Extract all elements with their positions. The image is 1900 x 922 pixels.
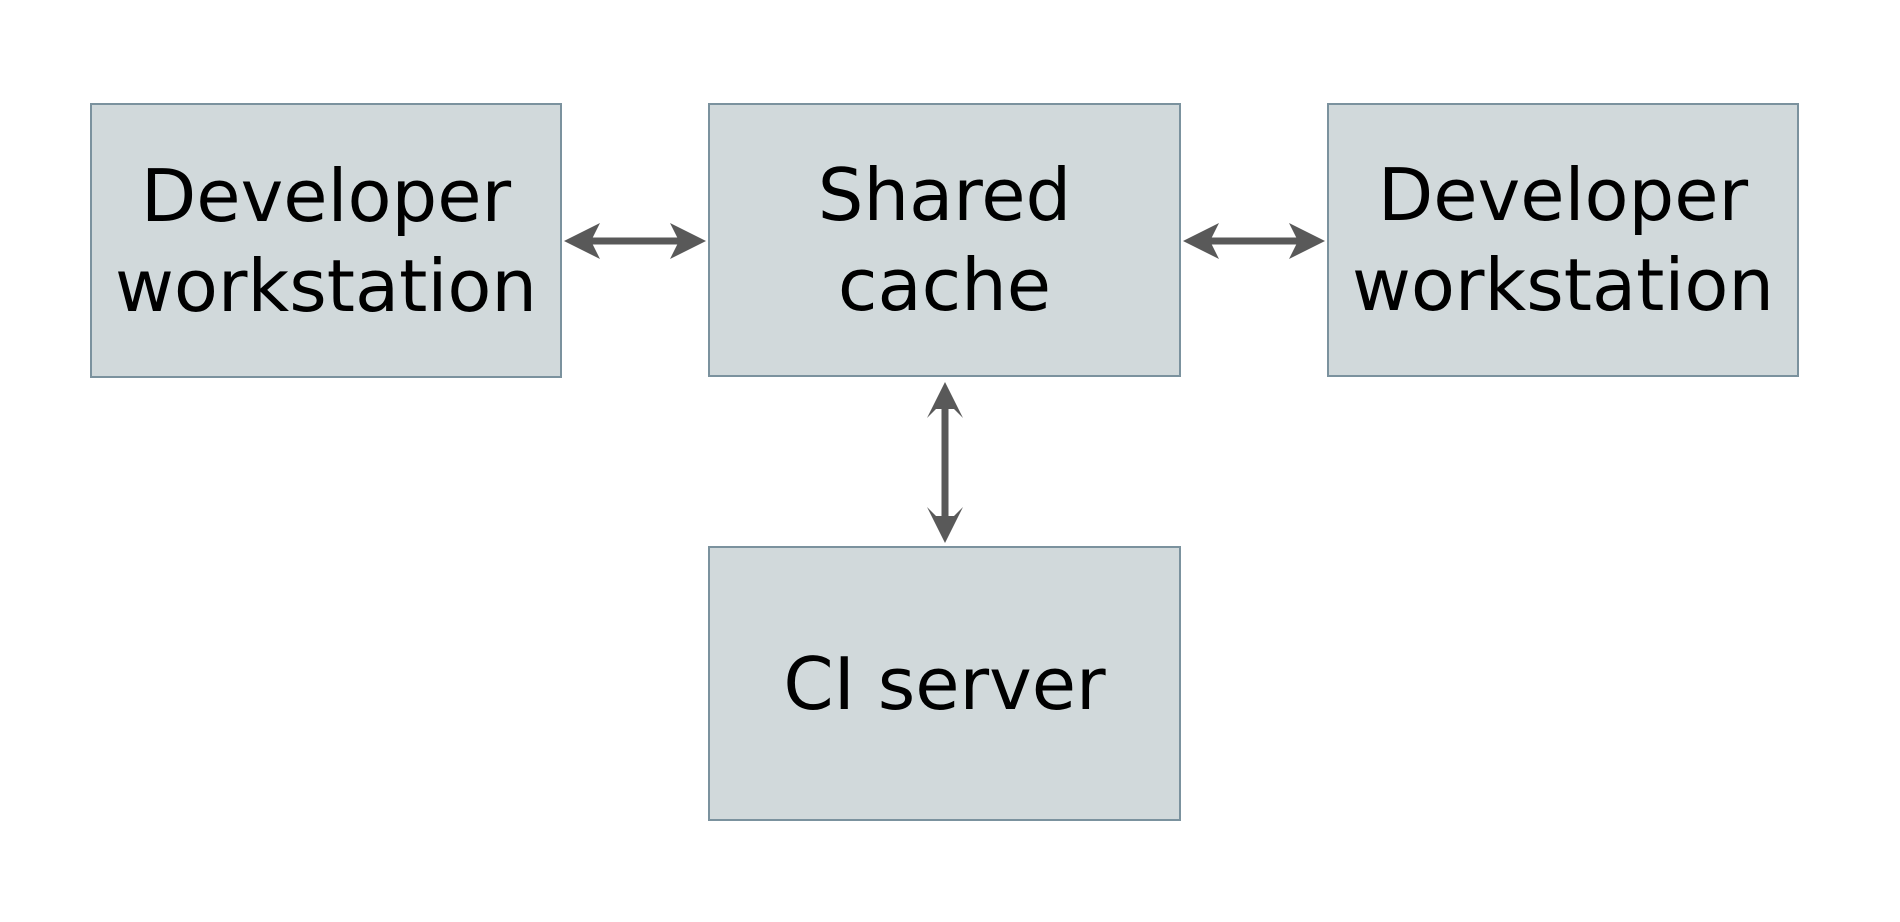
bidirectional-arrow-shared-cache-ci-server: [923, 380, 967, 545]
node-developer-workstation-right-label: Developer workstation: [1351, 153, 1774, 327]
bidirectional-arrow-left-workstation-shared-cache: [562, 219, 708, 263]
node-shared-cache: Shared cache: [708, 103, 1181, 377]
node-developer-workstation-right: Developer workstation: [1327, 103, 1799, 377]
node-ci-server-label: CI server: [783, 641, 1106, 726]
bidirectional-arrow-shared-cache-right-workstation: [1181, 219, 1327, 263]
node-developer-workstation-left-label: Developer workstation: [114, 153, 537, 328]
node-ci-server: CI server: [708, 546, 1181, 821]
node-shared-cache-label: Shared cache: [817, 153, 1072, 327]
node-developer-workstation-left: Developer workstation: [90, 103, 562, 378]
